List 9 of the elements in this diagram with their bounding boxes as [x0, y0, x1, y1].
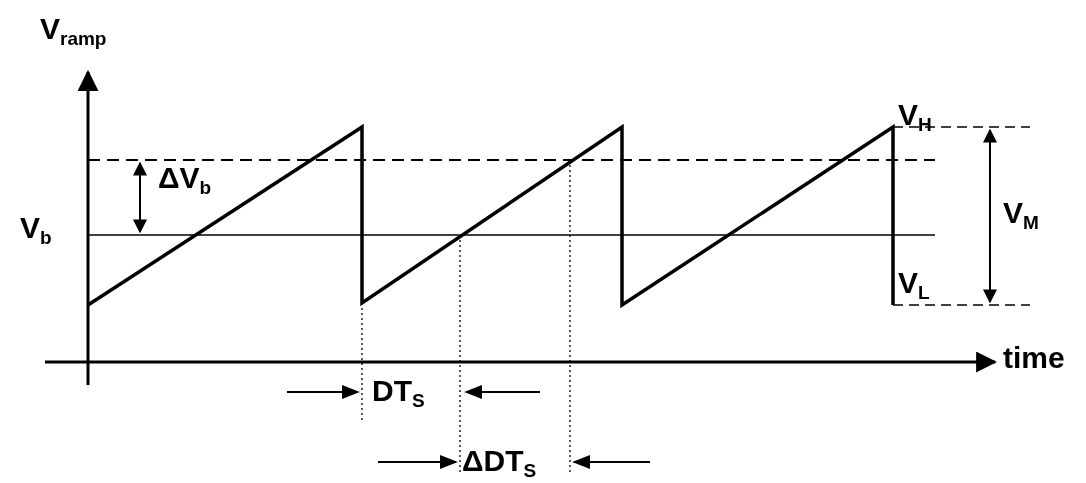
level-label: V$_{b}$ [20, 213, 52, 247]
level-label: V$_{L}$ [898, 268, 930, 302]
axis-label: V$_{ramp}$ [40, 14, 107, 48]
level-label: ΔV$_{b}$ [158, 163, 212, 197]
dimension-label: V$_{M}$ [1003, 198, 1039, 232]
dimension-label: DT$_{S}$ [372, 376, 425, 410]
level-label: V$_{H}$ [898, 100, 932, 134]
axis-label: time [1003, 343, 1065, 373]
dimension-label: ΔDT$_{S}$ [462, 446, 537, 480]
